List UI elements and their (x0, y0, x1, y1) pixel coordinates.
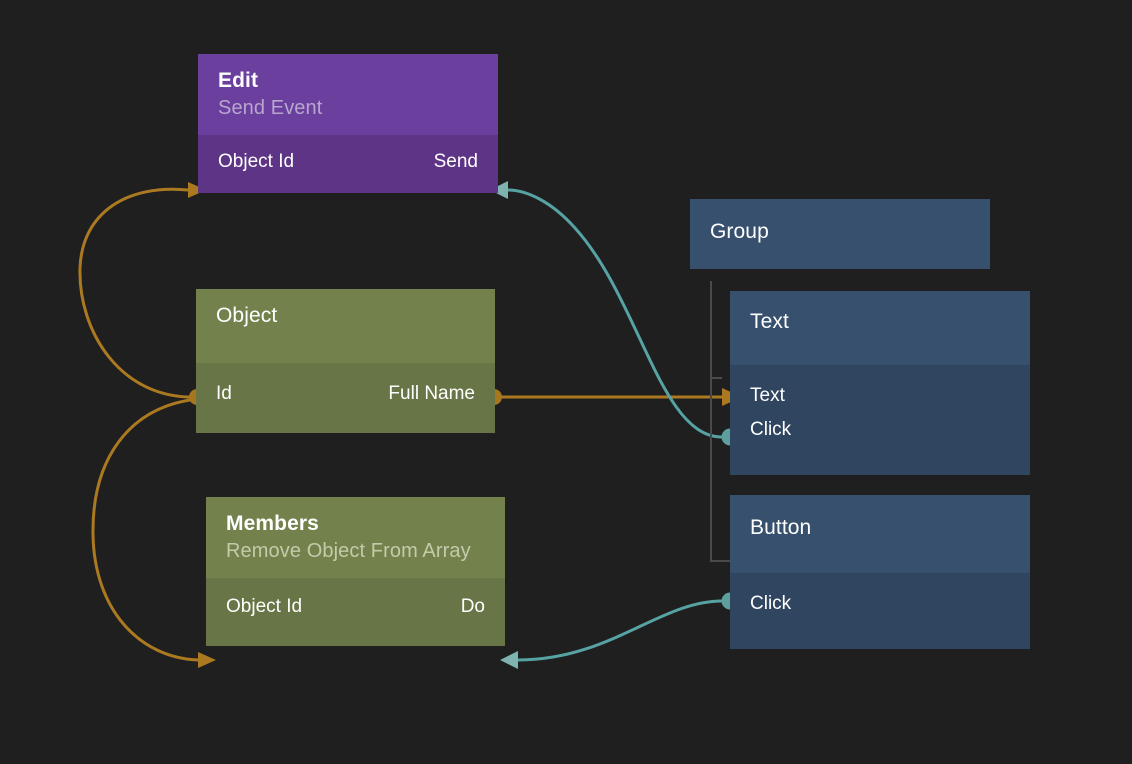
node-members-port-row[interactable]: Object Id Do (226, 590, 485, 624)
node-group-title: Group (710, 220, 769, 243)
node-button-row-click[interactable]: Click (750, 587, 1010, 621)
node-object-output-label: Full Name (388, 383, 475, 404)
node-text-row-click[interactable]: Click (750, 413, 1010, 447)
node-edit-body: Object Id Send (198, 135, 498, 193)
node-group-header: Group (690, 199, 990, 245)
node-text-body: Text Click (730, 365, 1030, 475)
node-edit-port-row[interactable]: Object Id Send (218, 145, 478, 179)
node-button-title: Button (750, 516, 812, 539)
node-button-body: Click (730, 573, 1030, 649)
edge-object-id-to-edit-objectid (78, 187, 198, 399)
group-tree-branch-text (710, 377, 722, 379)
node-group[interactable]: Group (690, 199, 990, 269)
node-members-subtitle: Remove Object From Array (226, 540, 471, 562)
node-object-input-label: Id (216, 383, 232, 404)
node-object-port-row[interactable]: Id Full Name (216, 377, 475, 411)
node-text-row-text[interactable]: Text (750, 379, 1010, 413)
node-text[interactable]: Text Text Click (730, 291, 1030, 475)
node-edit[interactable]: Edit Send Event Object Id Send (198, 54, 498, 193)
node-members-title: Members (226, 512, 319, 535)
node-edit-header: Edit Send Event (198, 54, 498, 135)
edge-arrowhead-members-do (500, 651, 518, 669)
node-members-body: Object Id Do (206, 578, 505, 646)
node-button[interactable]: Button Click (730, 495, 1030, 649)
node-members[interactable]: Members Remove Object From Array Object … (206, 497, 505, 646)
node-object-header: Object (196, 289, 495, 363)
node-members-output-label: Do (460, 596, 485, 617)
group-tree-vertical-line (710, 281, 712, 562)
node-object-body: Id Full Name (196, 363, 495, 433)
node-text-header: Text (730, 291, 1030, 365)
node-button-row-click-label: Click (750, 593, 792, 614)
node-text-row-click-label: Click (750, 419, 792, 440)
edge-object-id-to-members-objectid (91, 397, 199, 662)
node-edit-subtitle: Send Event (218, 97, 323, 119)
group-tree-branch-button (710, 560, 732, 562)
node-members-input-label: Object Id (226, 596, 303, 617)
node-text-row-text-label: Text (750, 385, 785, 406)
node-edit-input-label: Object Id (218, 151, 295, 172)
node-text-title: Text (750, 310, 789, 333)
node-edit-output-label: Send (433, 151, 478, 172)
node-button-header: Button (730, 495, 1030, 573)
node-object[interactable]: Object Id Full Name (196, 289, 495, 433)
node-members-header: Members Remove Object From Array (206, 497, 505, 578)
node-object-title: Object (216, 304, 278, 327)
node-edit-title: Edit (218, 69, 259, 92)
edge-arrowhead-members-objectid (198, 652, 216, 668)
edge-button-click-to-members-do (517, 599, 723, 662)
